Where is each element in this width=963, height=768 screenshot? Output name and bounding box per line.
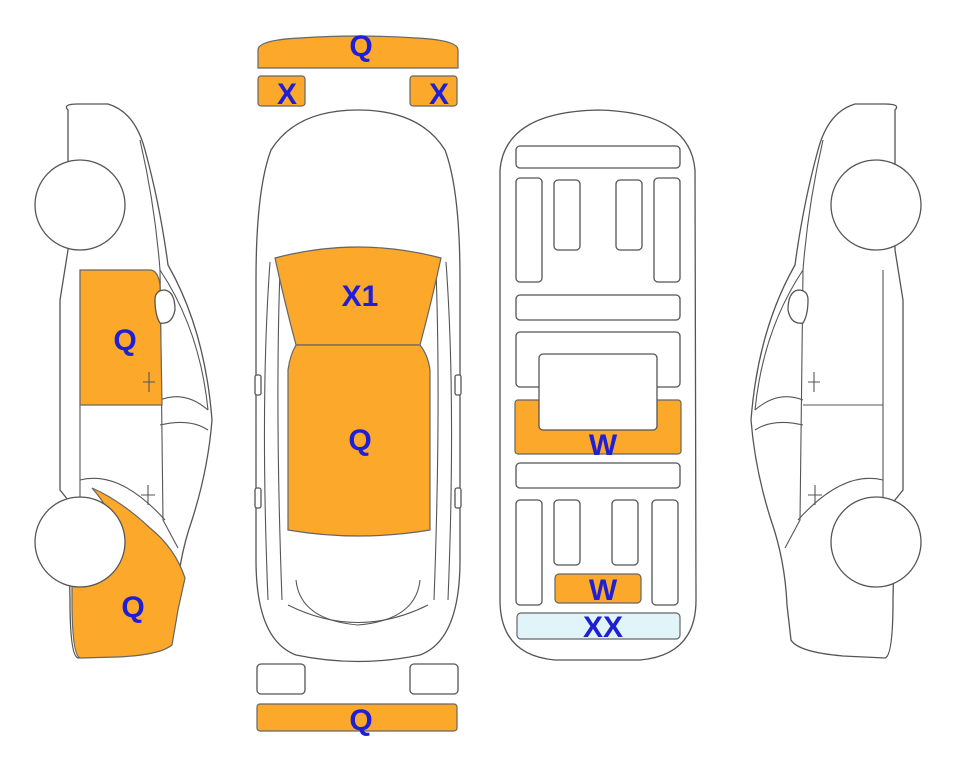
rear-right-lamp	[409, 663, 459, 695]
right-front-wheel	[830, 159, 922, 251]
left-rear-quarter-label: Q	[121, 591, 144, 624]
front-left-lamp-damage	[257, 75, 306, 107]
left-front-door-damage	[79, 269, 163, 406]
left-rear-wheel	[34, 496, 126, 588]
rear-glass	[516, 612, 681, 640]
right-rear-wheel	[830, 496, 922, 588]
front-bumper-damage	[257, 35, 459, 69]
underbody-center-label: W	[589, 429, 618, 462]
rear-glass-label: XX	[583, 611, 623, 644]
rear-left-lamp	[256, 663, 306, 695]
front-bumper-label: Q	[349, 30, 372, 63]
top-view: Q X X X1 Q Q	[254, 30, 462, 737]
underbody-rear-damage	[554, 573, 642, 604]
underbody-panel	[538, 353, 658, 431]
rear-bumper-damage	[256, 703, 458, 732]
underbody-rear-label: W	[589, 574, 618, 607]
left-side-view: Q Q	[34, 103, 213, 659]
underbody-view: W W XX	[499, 109, 697, 661]
front-left-lamp-label: X	[277, 78, 297, 111]
front-right-lamp-label: X	[429, 78, 449, 111]
roof-damage	[287, 344, 431, 537]
right-side-view	[750, 103, 922, 659]
rear-bumper-label: Q	[349, 704, 372, 737]
left-front-door-label: Q	[113, 324, 136, 357]
windshield-damage	[274, 246, 442, 346]
roof-label: Q	[348, 424, 371, 457]
windshield-label: X1	[342, 280, 379, 313]
front-right-lamp-damage	[409, 75, 458, 107]
left-front-wheel	[34, 159, 126, 251]
